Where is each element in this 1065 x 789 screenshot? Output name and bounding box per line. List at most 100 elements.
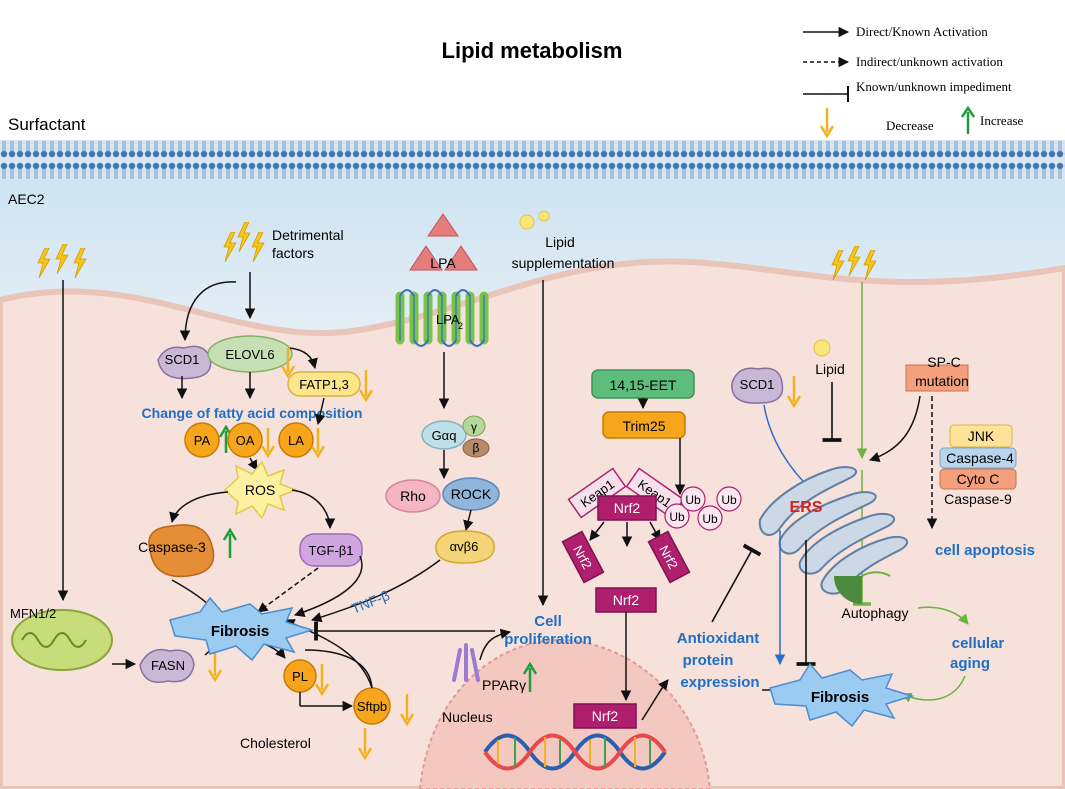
diagram-title: Lipid metabolism [442, 38, 623, 63]
tgfb1-node [299, 533, 363, 567]
pl-label: PL [292, 669, 308, 684]
oa-label: OA [236, 433, 255, 448]
pa-label: PA [194, 433, 211, 448]
rho-label: Rho [400, 488, 426, 504]
dna-helix-icon [483, 733, 667, 771]
lpa-receptor-icon [395, 289, 489, 347]
caspase4-label: Caspase-4 [946, 450, 1014, 466]
legend: Direct/Known Activation Indirect/unknown… [803, 24, 1024, 139]
fibrosis-right-node [769, 662, 915, 728]
lipid-supplementation-label-1: Lipid [545, 234, 575, 250]
legend-impediment: Known/unknown impediment [856, 79, 1012, 94]
scd1-right-label: SCD1 [740, 377, 775, 392]
gamma-node [462, 415, 486, 437]
ub-1-label: Ub [669, 510, 685, 524]
nrf2-main-label: Nrf2 [614, 500, 641, 516]
ppar-label: PPARγ [482, 677, 526, 693]
scd1-right-node [731, 367, 784, 404]
fibrosis-left-label: Fibrosis [211, 623, 269, 640]
gamma-label: γ [471, 420, 477, 434]
detrimental-factors-label-2: factors [272, 245, 314, 261]
oa-node [227, 422, 263, 458]
ub-4-icon [716, 486, 742, 512]
lpa-receptor-label: LPA [436, 312, 460, 327]
cell-proliferation-label-2: proliferation [504, 631, 592, 648]
la-label: LA [288, 433, 304, 448]
cellular-aging-label-1: cellular [952, 635, 1005, 652]
tgfb1-label: TGF-β1 [308, 543, 353, 558]
jnk-node [949, 424, 1013, 448]
trim25-label: Trim25 [622, 418, 665, 434]
lpa-triangle-icon [409, 245, 443, 271]
fatp-node [287, 371, 361, 397]
legend-increase: Increase [980, 113, 1024, 128]
caspase9-label: Caspase-9 [944, 491, 1012, 507]
antioxidant-label-2: protein [683, 652, 734, 669]
apoptosis-label: cell apoptosis [935, 542, 1035, 559]
caspase3-node [148, 524, 215, 578]
ub-2-label: Ub [685, 493, 701, 507]
ub-3-icon [697, 505, 723, 531]
aec2-label: AEC2 [8, 191, 45, 207]
nrf2-mid-label: Nrf2 [613, 592, 640, 608]
ers-label: ERS [790, 499, 823, 516]
ub-4-label: Ub [721, 493, 737, 507]
surfactant-membrane [0, 140, 1065, 180]
lpa-label: LPA [430, 255, 456, 271]
ros-label: ROS [245, 482, 275, 498]
fasn-node [139, 648, 195, 683]
cytoc-node [939, 468, 1017, 490]
fatty-acid-change-label: Change of fatty acid composition [142, 405, 363, 421]
autophagy-label: Autophagy [842, 605, 909, 621]
lpa-triangle-icon-3 [427, 213, 459, 237]
cholesterol-label: Cholesterol [240, 735, 311, 751]
antioxidant-label-3: expression [680, 674, 759, 691]
legend-direct: Direct/Known Activation [856, 24, 988, 39]
integrin-node [435, 530, 495, 564]
la-node [278, 422, 314, 458]
surfactant-label: Surfactant [8, 115, 86, 134]
lpa-receptor-sub: 2 [458, 321, 463, 331]
caspase3-label: Caspase-3 [138, 539, 206, 555]
legend-indirect: Indirect/unknown activation [856, 54, 1003, 69]
eet-label: 14,15-EET [610, 377, 677, 393]
legend-decrease: Decrease [886, 118, 934, 133]
elovl6-label: ELOVL6 [225, 347, 274, 362]
nrf2-nucleus-label: Nrf2 [592, 708, 619, 724]
fibrosis-right-label: Fibrosis [811, 689, 869, 706]
trim25-node [602, 411, 686, 439]
ub-2-icon [680, 486, 706, 512]
spc-label-1: SP-C [927, 354, 960, 370]
endoplasmic-reticulum-icon [758, 466, 909, 595]
nucleus [418, 638, 712, 789]
beta-label: β [473, 441, 480, 455]
caspase4-node [939, 447, 1017, 469]
mitochondria-icon [11, 609, 113, 671]
scd1-left-label: SCD1 [165, 352, 200, 367]
lipid-right-droplet-icon [813, 339, 831, 357]
ub-3-label: Ub [702, 512, 718, 526]
autophagy-icon [834, 576, 862, 604]
antioxidant-label-1: Antioxidant [677, 630, 760, 647]
nrf2-main-node [597, 495, 657, 521]
mfn-label: MFN1/2 [10, 606, 56, 621]
nucleus-label: Nucleus [442, 709, 493, 725]
cytoc-label: Cyto C [957, 471, 1000, 487]
nrf2-left-node [561, 530, 605, 584]
nrf2-nucleus-node [573, 703, 637, 729]
nrf2-right-node [647, 530, 691, 584]
aec2-cell-body [0, 258, 1065, 789]
lipid-right-label: Lipid [815, 361, 845, 377]
gaq-label: Gαq [432, 428, 457, 443]
jnk-label: JNK [968, 428, 995, 444]
spc-label-2: mutation [915, 373, 969, 389]
lpa-triangle-icon-2 [444, 245, 478, 271]
fibrosis-left-node [169, 596, 315, 662]
integrin-label: αvβ6 [450, 539, 479, 554]
beta-node [462, 438, 490, 458]
cellular-aging-label-2: aging [950, 655, 990, 672]
lipid-supplementation-label-2: supplementation [512, 255, 615, 271]
rock-label: ROCK [451, 486, 492, 502]
